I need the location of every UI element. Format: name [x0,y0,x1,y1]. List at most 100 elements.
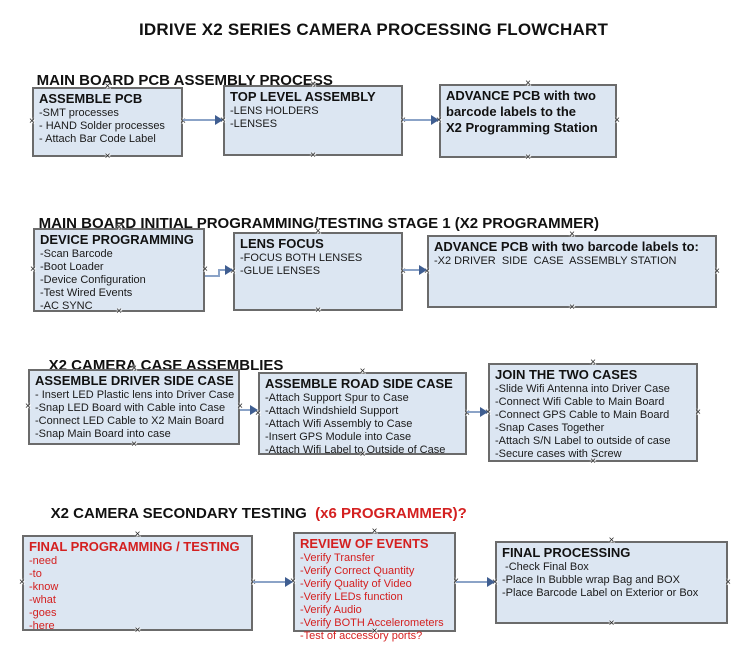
box-line: -Place In Bubble wrap Bag and BOX [502,574,680,586]
box-line: -Verify BOTH Accelerometers [300,617,444,629]
flow-box-device-programming: DEVICE PROGRAMMING -Scan Barcode -Boot L… [30,223,208,317]
box-line: -Snap Cases Together [495,422,605,434]
connection-anchor-icon: × [569,302,575,313]
box-line: -here [29,620,55,632]
box-line: -Attach Wifi Label to Outside of Case [265,444,446,456]
box-line: -Connect GPS Cable to Main Board [495,409,670,421]
box-line: -GLUE LENSES [240,265,321,277]
section-heading-red-text: (x6 PROGRAMMER)? [310,505,467,522]
connection-anchor-icon: × [315,305,321,316]
flow-arrow [183,115,223,125]
box-title: REVIEW OF EVENTS [300,536,429,551]
box-title: ASSEMBLE PCB [39,91,143,106]
connection-anchor-icon: × [714,265,720,277]
flow-arrow [403,115,439,125]
box-line: -Device Configuration [40,274,146,286]
arrow-line [218,269,226,271]
flow-box-advance-pcb-driver-side: ADVANCE PCB with two barcode labels to: … [424,230,720,313]
flow-arrow [240,405,258,415]
arrow-line [205,275,220,277]
box-line: -Attach Windshield Support [265,405,399,417]
box-line: -X2 DRIVER SIDE CASE ASSEMBLY STATION [434,255,677,267]
box-line: -Connect Wifi Cable to Main Board [495,396,665,408]
arrow-line [403,269,421,271]
box-line: -goes [29,607,57,619]
flow-box-assemble-driver-side-case: ASSEMBLE DRIVER SIDE CASE - Insert LED P… [25,364,243,450]
arrow-line [467,411,482,413]
arrow-head-icon [250,405,258,415]
box-line: -Verify LEDs function [300,591,403,603]
connection-anchor-icon: × [310,150,316,161]
arrow-line [183,119,217,121]
box-title: FINAL PROCESSING [502,545,631,560]
flow-arrow [467,407,488,417]
connection-anchor-icon: × [525,152,531,163]
flow-arrow [456,577,495,587]
connection-anchor-icon: × [30,264,36,275]
connection-anchor-icon: × [19,577,25,588]
arrow-head-icon [285,577,293,587]
box-title: JOIN THE TWO CASES [495,367,638,382]
arrow-head-icon [215,115,223,125]
arrow-line [218,269,220,277]
box-line: -AC SYNC [40,300,93,312]
section-heading-text: MAIN BOARD PCB ASSEMBLY PROCESS [36,72,333,89]
flow-box-final-programming-testing: FINAL PROGRAMMING / TESTING -need -to -k… [19,530,256,636]
section-heading-text: X2 CAMERA SECONDARY TESTING [50,505,311,522]
box-line: - Insert LED Plastic lens into Driver Ca… [35,389,235,401]
flow-box-assemble-road-side-case: ASSEMBLE ROAD SIDE CASE -Attach Support … [255,367,470,460]
box-line: -Check Final Box [502,561,589,573]
arrow-head-icon [480,407,488,417]
section-heading-secondary-testing: X2 CAMERA SECONDARY TESTING (x6 PROGRAMM… [34,488,467,539]
arrow-line [240,409,252,411]
box-line: -Snap Main Board into case [35,428,171,440]
connection-anchor-icon: × [590,357,596,368]
box-line: -Attach Support Spur to Case [265,392,409,404]
box-line: -Verify Audio [300,604,362,616]
connection-anchor-icon: × [614,115,620,126]
section-heading-text: MAIN BOARD INITIAL PROGRAMMING/TESTING S… [38,215,599,232]
connection-anchor-icon: × [29,116,35,127]
box-line: -Boot Loader [40,261,104,273]
flow-arrow [253,577,293,587]
box-title: ADVANCE PCB with two barcode labels to: [434,239,699,254]
box-line: -know [29,581,59,593]
arrow-head-icon [487,577,495,587]
box-line: -need [29,555,58,567]
box-line: -Insert GPS Module into Case [265,431,412,443]
box-line: -Attach S/N Label to outside of case [495,435,671,447]
flow-box-advance-pcb-programming-station: ADVANCE PCB with two barcode labels to t… [436,79,620,163]
connection-anchor-icon: × [608,618,615,629]
flow-box-top-level-assembly: TOP LEVEL ASSEMBLY -LENS HOLDERS -LENSES… [220,80,406,161]
box-line: -Snap LED Board with Cable into Case [35,402,226,414]
box-line: -Connect LED Cable to X2 Main Board [35,415,224,427]
box-title: DEVICE PROGRAMMING [40,232,194,247]
arrow-head-icon [225,265,233,275]
connection-anchor-icon: × [104,151,111,162]
box-title: LENS FOCUS [240,236,324,251]
box-title: ADVANCE PCB with two barcode labels to t… [446,88,598,135]
box-line: -Verify Quality of Video [300,578,412,590]
connection-anchor-icon: × [25,401,31,412]
flow-arrow [403,265,427,275]
page-title: IDRIVE X2 SERIES CAMERA PROCESSING FLOWC… [138,20,609,39]
box-line: -Test of accessory ports? [300,630,423,642]
connection-anchor-icon: × [608,535,615,546]
box-line: -LENS HOLDERS [230,105,319,117]
section-heading-initial-programming: MAIN BOARD INITIAL PROGRAMMING/TESTING S… [22,198,599,249]
box-line: -FOCUS BOTH LENSES [240,252,363,264]
box-line: -Verify Transfer [300,552,375,564]
box-line: -to [29,568,42,580]
box-title: FINAL PROGRAMMING / TESTING [29,539,240,554]
flow-box-final-processing: FINAL PROCESSING -Check Final Box -Place… [492,536,731,629]
flow-arrow [205,265,235,279]
box-line: - HAND Solder processes [39,120,165,132]
arrow-line [253,581,287,583]
arrow-line [403,119,433,121]
box-line: -Test Wired Events [40,287,133,299]
connection-anchor-icon: × [695,406,701,418]
box-title: ASSEMBLE DRIVER SIDE CASE [35,373,234,388]
box-line: -Slide Wifi Antenna into Driver Case [495,383,670,395]
arrow-head-icon [431,115,439,125]
